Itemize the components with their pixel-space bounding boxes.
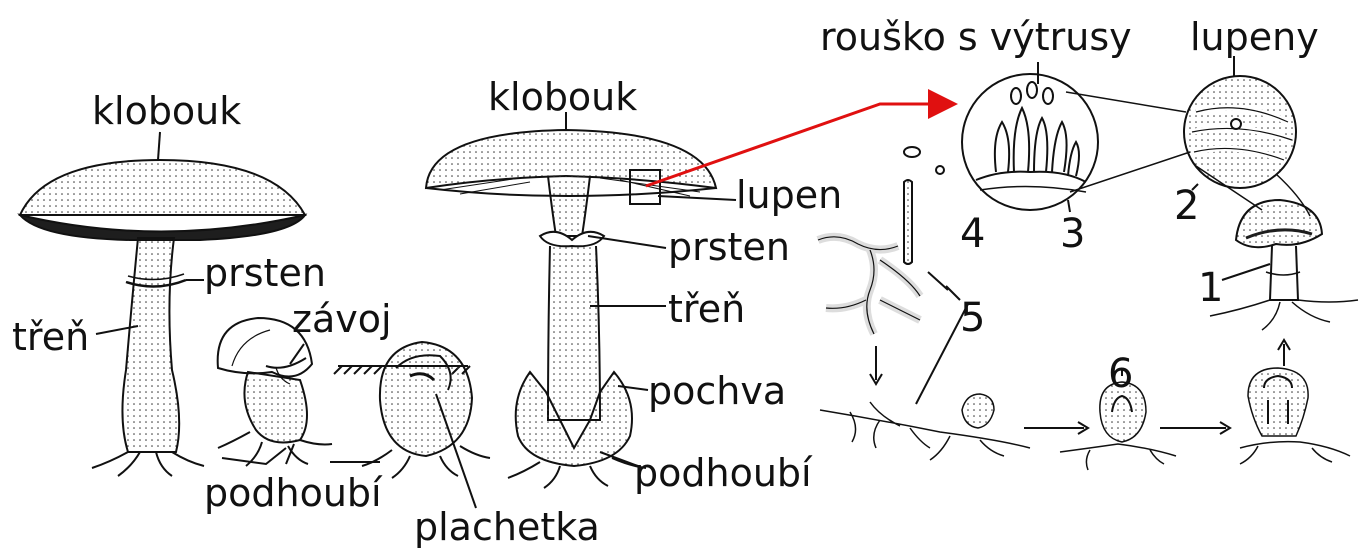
mature-mushroom-1 — [1210, 200, 1358, 330]
label-stage-3: 3 — [1060, 214, 1085, 254]
label-prsten-left: prsten — [204, 254, 326, 292]
label-plachetka: plachetka — [414, 508, 600, 546]
label-stage-6: 6 — [1108, 354, 1133, 394]
label-stage-1: 1 — [1198, 268, 1223, 308]
label-lupeny: lupeny — [1190, 18, 1319, 56]
label-tren-middle: třeň — [668, 290, 745, 328]
label-stage-2: 2 — [1174, 186, 1199, 226]
label-lupen: lupen — [736, 176, 842, 214]
egg-mushroom — [334, 342, 490, 478]
label-zavoj: závoj — [292, 300, 392, 338]
label-podhoubi-left: podhoubí — [204, 474, 382, 512]
label-klobouk-left: klobouk — [92, 92, 241, 130]
label-stage-4: 4 — [960, 214, 985, 254]
mycelium — [820, 340, 1350, 470]
label-pochva: pochva — [648, 372, 786, 410]
label-podhoubi-middle: podhoubí — [634, 454, 812, 492]
label-stage-5: 5 — [960, 298, 985, 338]
label-prsten-middle: prsten — [668, 228, 790, 266]
label-tren-left: třeň — [12, 318, 89, 356]
label-rousko: rouško s výtrusy — [820, 18, 1132, 56]
label-klobouk-middle: klobouk — [488, 78, 637, 116]
